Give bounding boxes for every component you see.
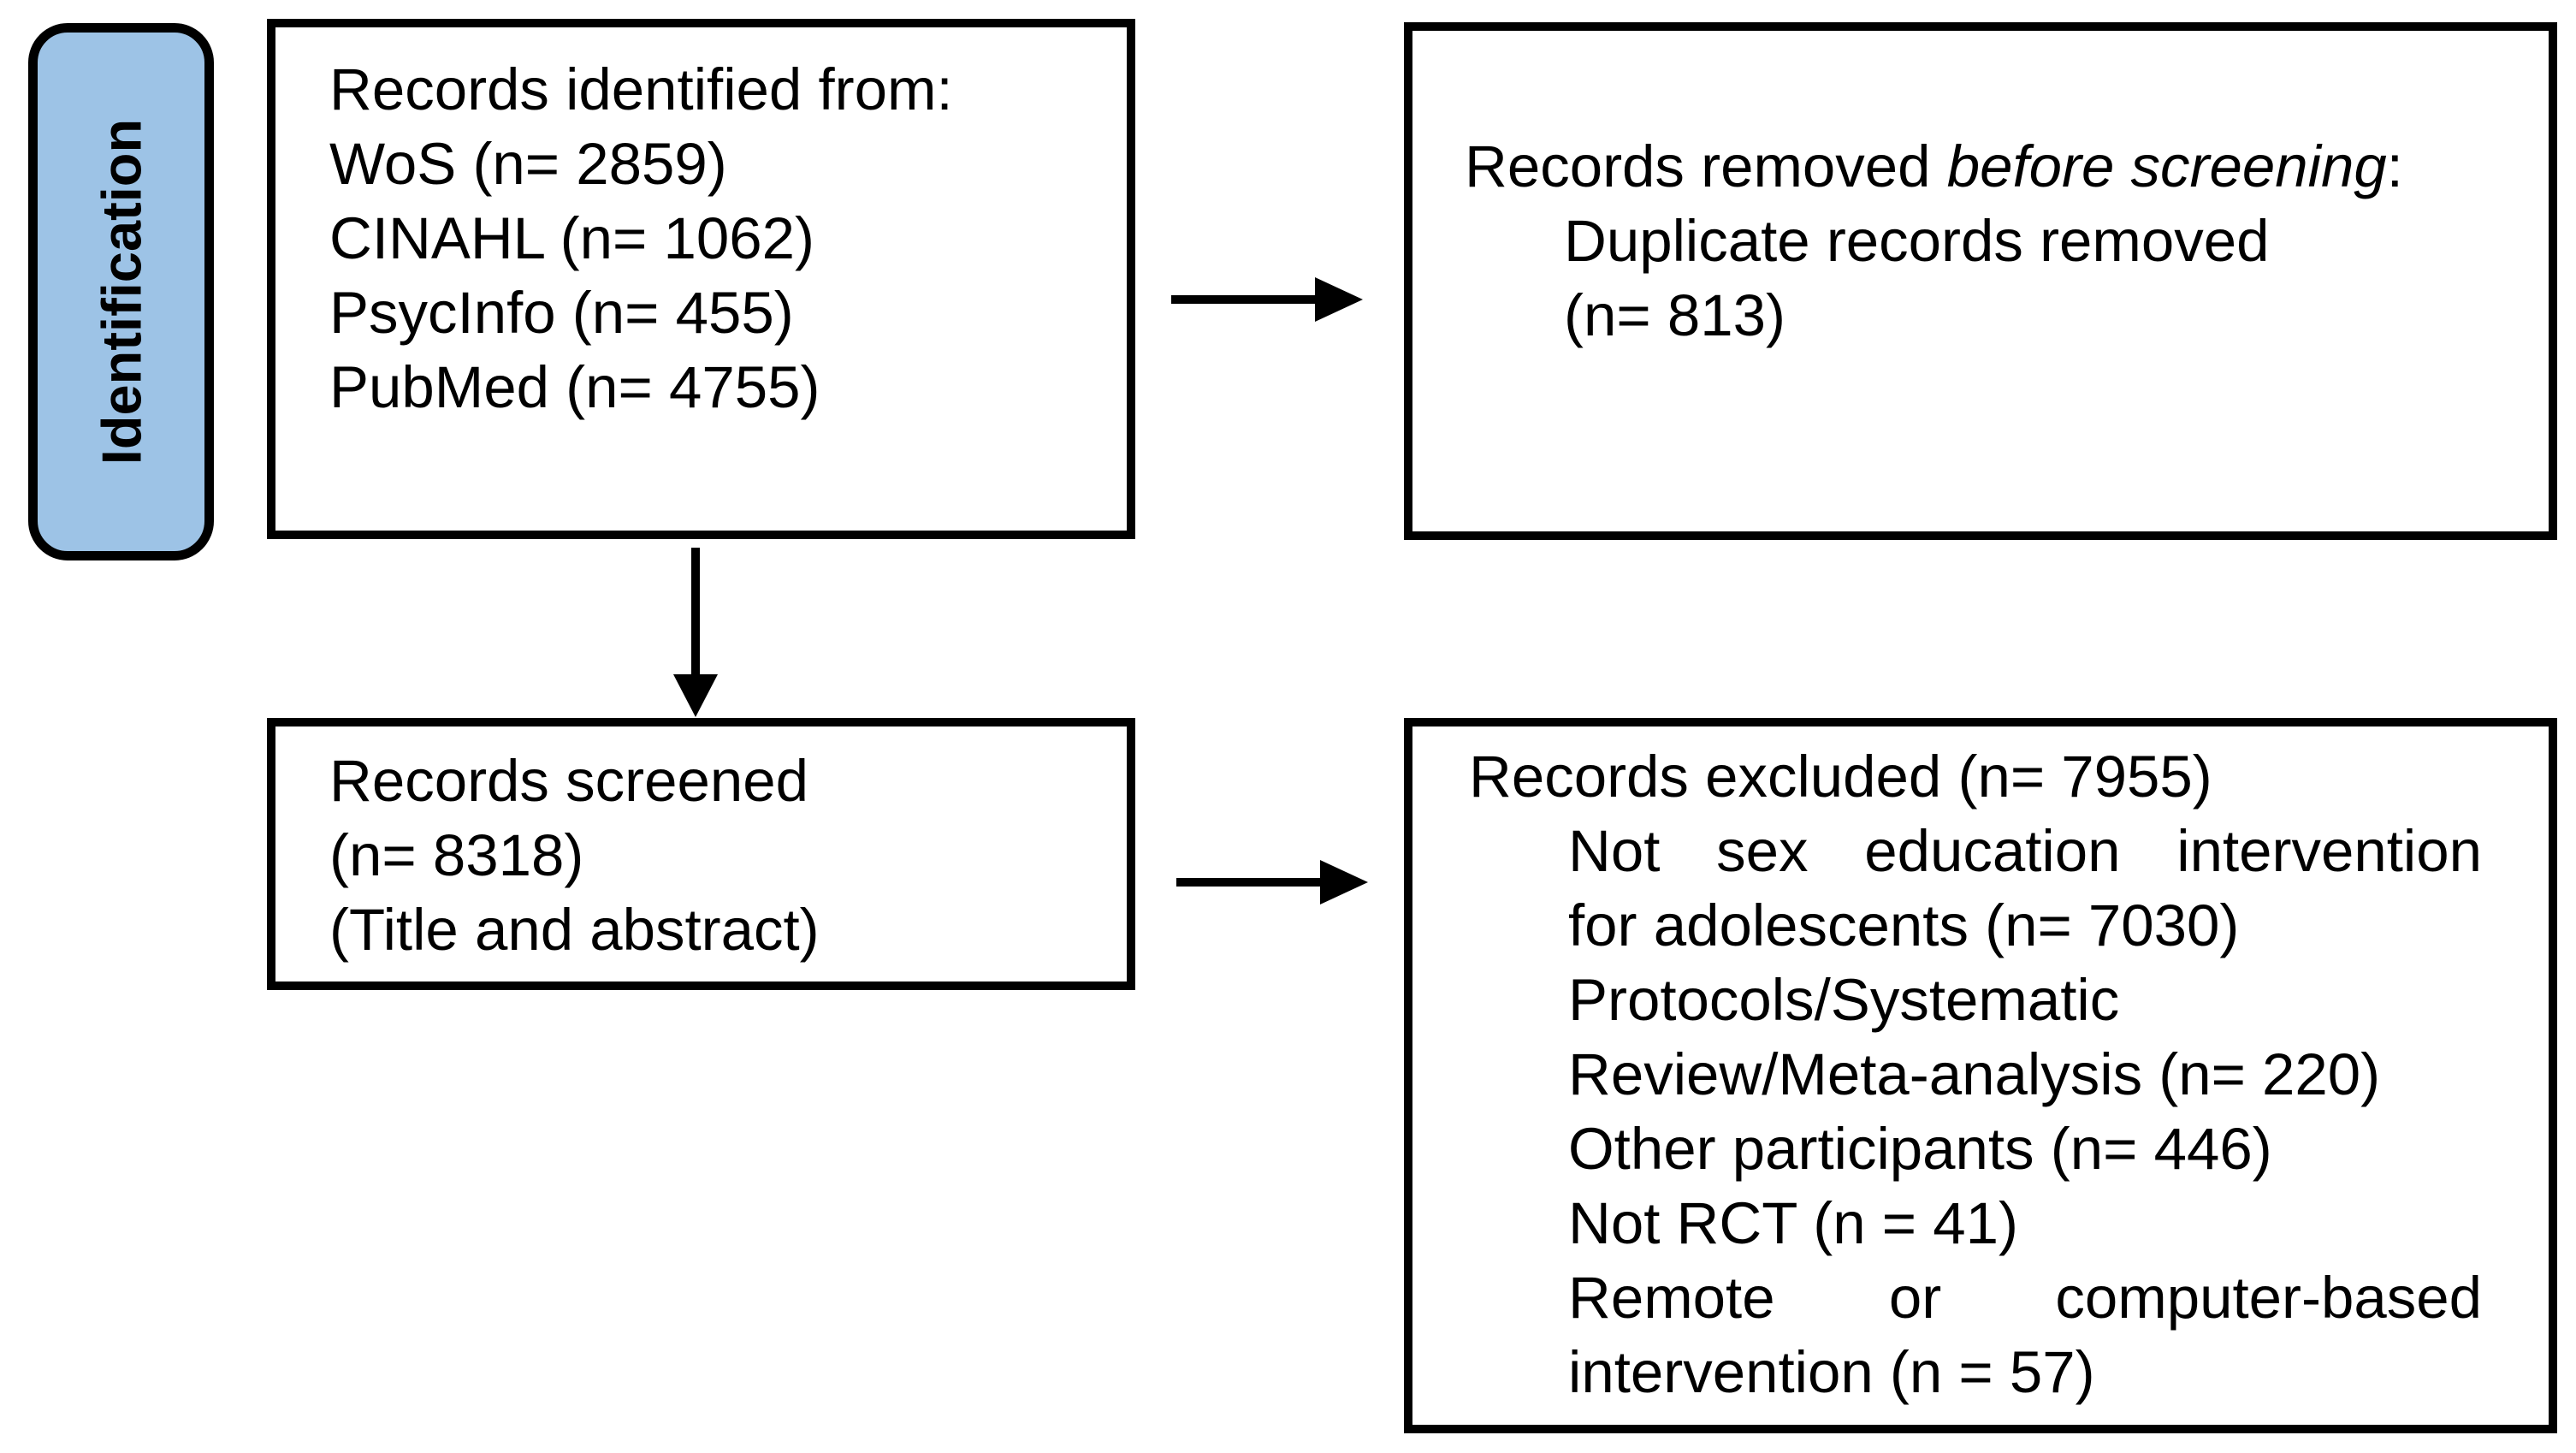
arrow-down-icon <box>673 548 718 717</box>
identification-stage-badge: Identification <box>28 23 214 560</box>
records-removed-count: (n= 813) <box>1564 282 1785 348</box>
records-removed-box: Records removed before screening: Duplic… <box>1404 22 2557 540</box>
excluded-reason-remote-1: Remote or computer-based <box>1568 1265 2482 1331</box>
excluded-reason-not-rct: Not RCT (n = 41) <box>1568 1190 2018 1256</box>
excluded-reason-participants: Other participants (n= 446) <box>1568 1116 2272 1182</box>
identification-stage-label: Identification <box>90 118 152 466</box>
excluded-reason-not-sex-ed-2: for adolescents (n= 7030) <box>1568 893 2240 958</box>
records-removed-title-prefix: Records removed <box>1465 133 1947 199</box>
records-screened-box: Records screened (n= 8318) (Title and ab… <box>267 718 1135 990</box>
arrow-right-icon <box>1176 860 1368 904</box>
records-identified-cinahl: CINAHL (n= 1062) <box>329 205 814 271</box>
records-identified-pubmed: PubMed (n= 4755) <box>329 354 820 420</box>
records-excluded-title: Records excluded (n= 7955) <box>1469 744 2212 810</box>
records-removed-title-italic: before screening <box>1946 133 2387 199</box>
records-removed-title-suffix: : <box>2386 133 2403 199</box>
excluded-reason-not-sex-ed-1: Not sex education intervention <box>1568 818 2482 884</box>
excluded-reason-remote-2: intervention (n = 57) <box>1568 1339 2095 1405</box>
records-removed-title: Records removed before screening: <box>1465 129 2497 204</box>
records-removed-duplicates: Duplicate records removed <box>1564 208 2270 274</box>
excluded-reason-protocols-2: Review/Meta-analysis (n= 220) <box>1568 1041 2381 1107</box>
records-screened-title: Records screened <box>329 748 808 814</box>
records-excluded-box: Records excluded (n= 7955) Not sex educa… <box>1404 718 2557 1433</box>
arrow-right-icon <box>1171 277 1363 322</box>
records-screened-stage: (Title and abstract) <box>329 897 820 963</box>
excluded-reason-protocols-1: Protocols/Systematic <box>1568 967 2120 1033</box>
records-identified-wos: WoS (n= 2859) <box>329 131 727 197</box>
records-identified-box: Records identified from: WoS (n= 2859) C… <box>267 19 1135 539</box>
records-screened-count: (n= 8318) <box>329 822 584 888</box>
records-identified-title: Records identified from: <box>329 56 953 122</box>
records-identified-psycinfo: PsycInfo (n= 455) <box>329 280 794 346</box>
